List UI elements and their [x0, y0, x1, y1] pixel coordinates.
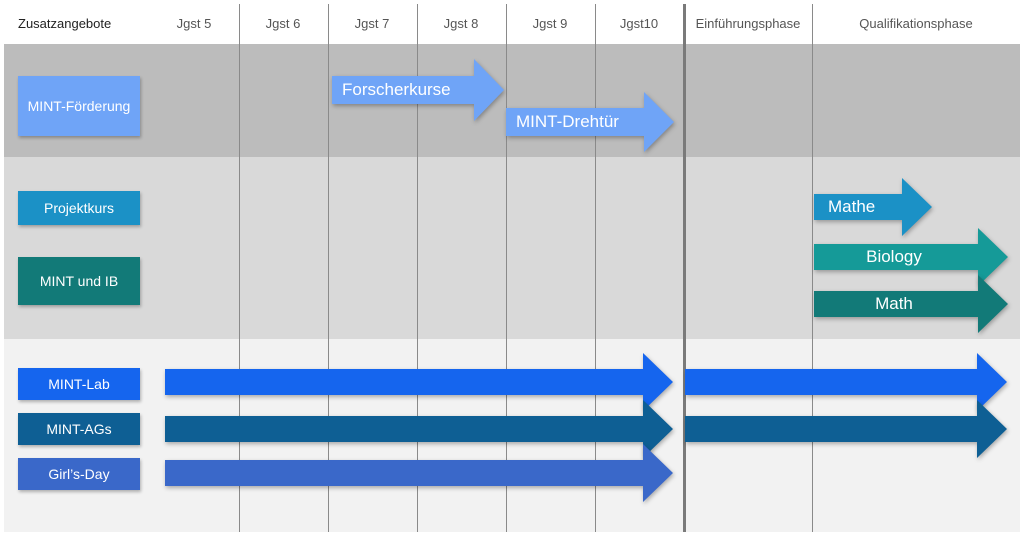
- row-label-mint-foerderung: MINT-Förderung: [18, 76, 140, 136]
- arrow-shape: [814, 275, 1008, 333]
- row-label-girls-day: Girl’s-Day: [18, 458, 140, 490]
- arrow-shape: [332, 59, 504, 121]
- arrow-shape: [165, 444, 673, 502]
- arrow-label-mint-drehtuer: MINT-Drehtür: [516, 112, 619, 131]
- row-label-projektkurs: Projektkurs: [18, 191, 140, 225]
- arrow-body: [814, 228, 1008, 286]
- arrow-biology: Biology: [814, 228, 1008, 286]
- arrow-mint-ags-sek1: [165, 400, 673, 458]
- grid-line-sek-divider: [683, 4, 686, 532]
- arrow-mathe: Mathe: [814, 178, 932, 236]
- row-label-mint-ags: MINT-AGs: [18, 413, 140, 445]
- header-zusatzangebote: Zusatzangebote: [18, 16, 112, 31]
- arrow-mint-drehtuer: MINT-Drehtür: [506, 92, 674, 152]
- header-jgst5: Jgst 5: [176, 16, 212, 31]
- arrow-body: [814, 275, 1008, 333]
- arrow-forscherkurse: Forscherkurse: [332, 59, 504, 121]
- arrow-mint-lab-sek1: [165, 353, 673, 411]
- grid-line: [506, 4, 507, 532]
- grid-line: [812, 4, 813, 532]
- arrow-body: [165, 444, 673, 502]
- arrow-body: [165, 353, 673, 411]
- header-jgst8: Jgst 8: [443, 16, 479, 31]
- arrow-math: Math: [814, 275, 1008, 333]
- grid-line: [328, 4, 329, 532]
- grid-line: [239, 4, 240, 532]
- header-einfuehrungsphase: Einführungsphase: [695, 16, 801, 31]
- arrow-label-forscherkurse: Forscherkurse: [342, 80, 451, 99]
- timeline-header: [4, 4, 1020, 44]
- grid-line: [595, 4, 596, 532]
- header-jgst6: Jgst 6: [265, 16, 301, 31]
- arrow-label-mathe: Mathe: [828, 197, 876, 216]
- arrow-shape: [814, 178, 932, 236]
- header-qualifikationsphase: Qualifikationsphase: [859, 16, 973, 31]
- arrow-body: [685, 400, 1007, 458]
- arrow-body: [506, 92, 674, 152]
- arrow-body: [814, 178, 932, 236]
- arrow-girls-day-sek1: [165, 444, 673, 502]
- arrow-shape: [685, 353, 1007, 411]
- arrow-shape: [165, 400, 673, 458]
- row-label-mint-lab: MINT-Lab: [18, 368, 140, 400]
- arrow-shape: [814, 228, 1008, 286]
- header-jgst10: Jgst10: [619, 16, 659, 31]
- arrow-body: [165, 400, 673, 458]
- arrow-body: [685, 353, 1007, 411]
- header-jgst7: Jgst 7: [354, 16, 390, 31]
- row-label-mint-ib: MINT und IB: [18, 257, 140, 305]
- arrow-label-math: Math: [875, 294, 913, 313]
- arrow-shape: [685, 400, 1007, 458]
- header-jgst9: Jgst 9: [532, 16, 568, 31]
- arrow-label-biology: Biology: [866, 247, 922, 266]
- arrow-mint-lab-sek2: [685, 353, 1007, 411]
- arrow-shape: [165, 353, 673, 411]
- arrow-shape: [506, 92, 674, 152]
- grid-line: [417, 4, 418, 532]
- arrow-mint-ags-sek2: [685, 400, 1007, 458]
- band-foerderung: [4, 44, 1020, 157]
- arrow-body: [332, 59, 504, 121]
